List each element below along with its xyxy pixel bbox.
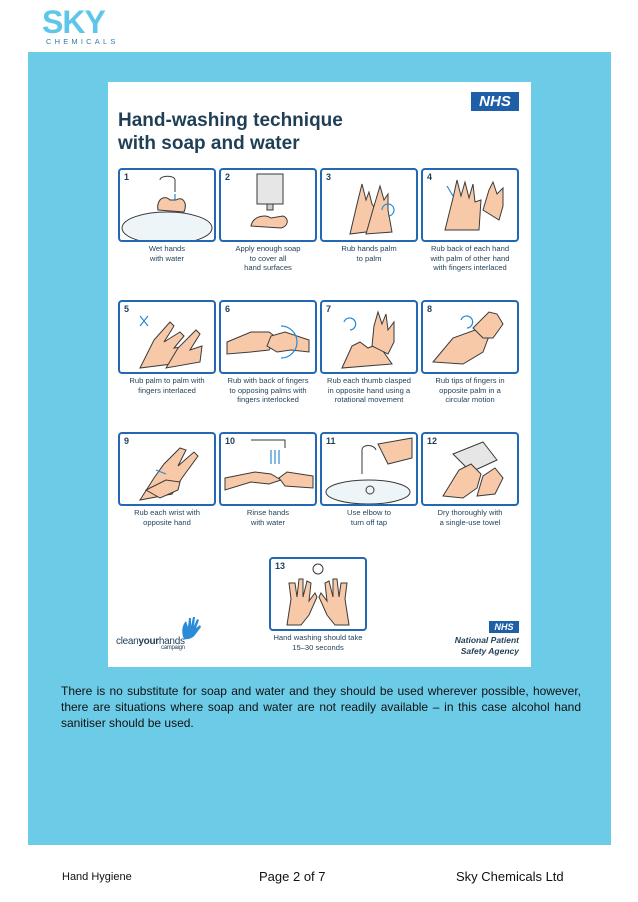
- cleanyourhands-logo: cleanyourhands campaign: [116, 636, 185, 651]
- npsa-logo: NHS National Patient Safety Agency: [455, 617, 519, 657]
- step-caption: Rub with back of fingers to opposing pal…: [227, 376, 309, 405]
- back-of-hand-icon: [444, 179, 504, 231]
- step-caption: Rub each wrist with opposite hand: [134, 508, 200, 527]
- step-illustration-frame: 6: [219, 300, 317, 374]
- step-illustration-frame: 3: [320, 168, 418, 242]
- step-illustration-frame: 12: [421, 432, 519, 506]
- your-text: your: [138, 636, 159, 647]
- rinse-hands-icon: [224, 439, 314, 491]
- handwashing-poster: Hand-washing technique with soap and wat…: [108, 82, 531, 667]
- step-caption: Rub tips of fingers in opposite palm in …: [435, 376, 505, 405]
- poster-title-line2: with soap and water: [118, 133, 300, 154]
- step-illustration-frame: 7: [320, 300, 418, 374]
- step-caption: Rub each thumb clasped in opposite hand …: [326, 376, 411, 405]
- step-illustration-frame: 8: [421, 300, 519, 374]
- step-caption: Use elbow to turn off tap: [347, 508, 391, 527]
- hands-text: hands: [158, 636, 185, 647]
- campaign-text: campaign: [161, 645, 185, 651]
- step-illustration-frame: 9: [118, 432, 216, 506]
- fingertips-icon: [431, 311, 504, 365]
- wrist-icon: [138, 447, 199, 501]
- step-number: 10: [225, 436, 236, 446]
- step-number: 1: [124, 172, 130, 182]
- step-number: 11: [326, 436, 336, 446]
- fingers-interlaced-icon: [139, 315, 203, 369]
- step-number: 13: [275, 561, 286, 571]
- step-number: 12: [427, 436, 438, 446]
- step-illustration-frame: 2: [219, 168, 317, 242]
- clean-hands-timer-icon: [286, 563, 350, 626]
- fingers-interlocked-icon: [226, 325, 310, 359]
- step-caption: Dry thoroughly with a single-use towel: [437, 508, 503, 527]
- step-number: 7: [326, 304, 332, 314]
- tap-elbow-icon: [325, 437, 413, 504]
- clean-text: clean: [116, 636, 139, 647]
- content-panel: Hand-washing technique with soap and wat…: [28, 52, 611, 845]
- step-number: 2: [225, 172, 231, 182]
- logo-sub-text: CHEMICALS: [46, 37, 119, 46]
- footer-company: Sky Chemicals Ltd: [456, 869, 564, 884]
- npsa-line2: Safety Agency: [460, 646, 519, 656]
- soap-dispenser-icon: [250, 173, 288, 229]
- sky-chemicals-logo: SKY CHEMICALS: [40, 5, 130, 47]
- poster-title: Hand-washing technique with soap and wat…: [118, 109, 418, 155]
- step-caption: Wet hands with water: [148, 244, 186, 263]
- step-caption: Rinse hands with water: [246, 508, 290, 527]
- nhs-badge: NHS: [471, 92, 519, 111]
- step-number: 4: [427, 172, 433, 182]
- step-number: 5: [124, 304, 130, 314]
- npsa-line1: National Patient: [454, 635, 519, 645]
- footer-page-number: Page 2 of 7: [259, 869, 326, 884]
- poster-title-line1: Hand-washing technique: [118, 110, 343, 131]
- logo-main-text: SKY: [42, 4, 106, 40]
- towel-icon: [442, 441, 504, 499]
- step-number: 6: [225, 304, 231, 314]
- step-illustration-frame: 13: [269, 557, 367, 631]
- step-number: 3: [326, 172, 332, 182]
- step-caption: Rub palm to palm with fingers interlaced: [129, 376, 205, 395]
- npsa-nhs-badge: NHS: [489, 621, 519, 633]
- step-illustration-frame: 10: [219, 432, 317, 506]
- step-illustration-frame: 1: [118, 168, 216, 242]
- step-caption: Rub back of each hand with palm of other…: [430, 244, 510, 273]
- body-paragraph: There is no substitute for soap and wate…: [61, 684, 581, 731]
- step-illustration-frame: 11: [320, 432, 418, 506]
- wet-hands-icon: [121, 175, 213, 240]
- step-number: 9: [124, 436, 130, 446]
- step-illustration-frame: 4: [421, 168, 519, 242]
- footer-left: Hand Hygiene: [62, 871, 132, 883]
- step-caption: Rub hands palm to palm: [341, 244, 397, 263]
- hand-logo-icon: [182, 617, 201, 640]
- step-illustration-frame: 5: [118, 300, 216, 374]
- step-number: 8: [427, 304, 433, 314]
- step-caption: Hand washing should take 15–30 seconds: [273, 633, 363, 652]
- step-caption: Apply enough soap to cover all hand surf…: [235, 244, 301, 273]
- thumb-rotation-icon: [341, 310, 395, 369]
- palm-to-palm-icon: [349, 183, 395, 235]
